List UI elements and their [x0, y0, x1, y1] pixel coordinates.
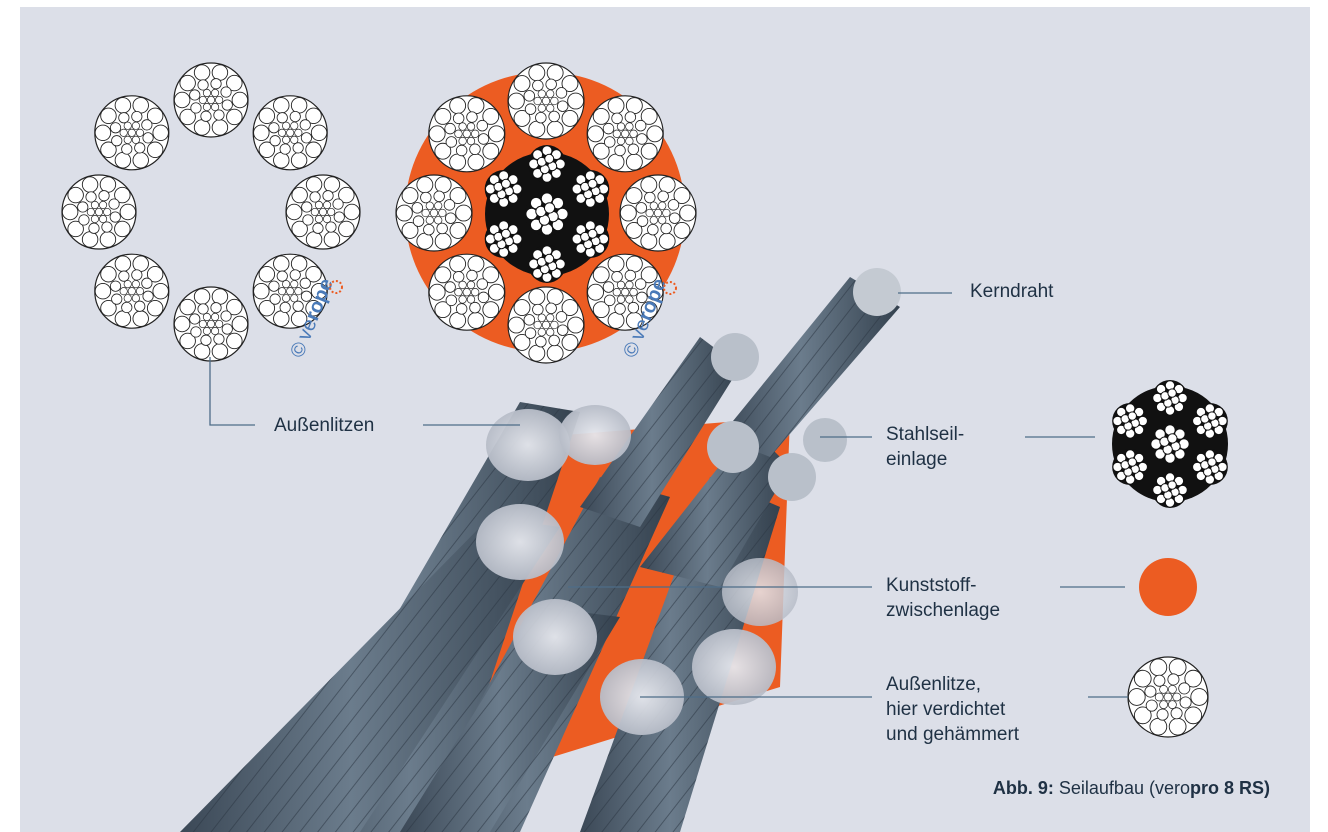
strand-end-face — [692, 629, 776, 705]
plastic-layer-symbol — [1139, 558, 1197, 616]
core-strand-icon — [571, 170, 610, 208]
figure-caption: Abb. 9: Seilaufbau (veropro 8 RS) — [992, 778, 1270, 798]
diagram-panel: ©verope ©verope — [20, 7, 1310, 832]
label-kunststoffzwischenlage: Kunststoff-zwischenlage — [886, 575, 1001, 621]
outer-strands-cross-section — [61, 62, 361, 362]
core-strand-icon — [528, 145, 566, 183]
strand-icon — [94, 95, 170, 171]
strand-end-face — [476, 504, 564, 580]
strand-icon — [428, 95, 506, 173]
core-strand-icon — [484, 220, 523, 258]
core-strand-icon — [1152, 472, 1188, 508]
strand-icon — [252, 95, 328, 171]
leader-lines — [209, 292, 1128, 698]
core-strand-icon — [484, 170, 523, 208]
strand-end-face — [486, 409, 570, 481]
core-strand-face — [768, 453, 816, 501]
core-strand-icon — [528, 245, 566, 283]
rope-illustration — [180, 268, 901, 832]
core-strand-icon — [1112, 403, 1149, 439]
strand-icon — [395, 174, 473, 252]
strand-icon — [428, 253, 506, 331]
strand-icon — [61, 174, 137, 250]
strand-icon — [586, 253, 664, 331]
label-stahlseileinlage: Stahlseil-einlage — [886, 424, 965, 470]
core-strand-face — [707, 421, 759, 473]
strand-icon — [507, 286, 585, 364]
strand-icon — [252, 253, 328, 329]
steel-core-symbol — [1112, 380, 1228, 508]
steel-core-strands — [484, 145, 610, 283]
strand-icon — [586, 95, 664, 173]
rope-cross-section — [395, 62, 697, 364]
strand-end-face — [722, 558, 798, 626]
core-strand-icon — [1191, 449, 1228, 485]
core-strand-face — [803, 418, 847, 462]
label-aussenlitzen: Außenlitzen — [274, 415, 375, 436]
strand-icon — [285, 174, 361, 250]
compacted-strand-symbol — [1127, 656, 1209, 738]
strand-icon — [507, 62, 585, 140]
strand-icon — [94, 253, 170, 329]
core-strand-icon — [571, 220, 610, 258]
core-strand-face — [711, 333, 759, 381]
label-kerndraht: Kerndraht — [970, 281, 1054, 302]
strand-icon — [1127, 656, 1209, 738]
core-strand-icon — [1191, 403, 1228, 439]
core-wire-face — [853, 268, 901, 316]
verope-logo-icon — [663, 281, 677, 295]
rope-diagram: ©verope ©verope — [61, 62, 1228, 832]
leader-aussenlitzen-left — [209, 357, 255, 426]
verope-logo-icon — [329, 280, 343, 294]
strand-icon — [173, 62, 249, 138]
strand-end-face — [513, 599, 597, 675]
core-strand-icon — [1152, 380, 1188, 416]
strand-icon — [619, 174, 697, 252]
core-strand-icon — [1112, 449, 1149, 485]
strand-icon — [173, 286, 249, 362]
core-strand-icon — [525, 192, 569, 236]
core-strand-icon — [1150, 424, 1190, 464]
strand-end-face — [559, 405, 631, 465]
